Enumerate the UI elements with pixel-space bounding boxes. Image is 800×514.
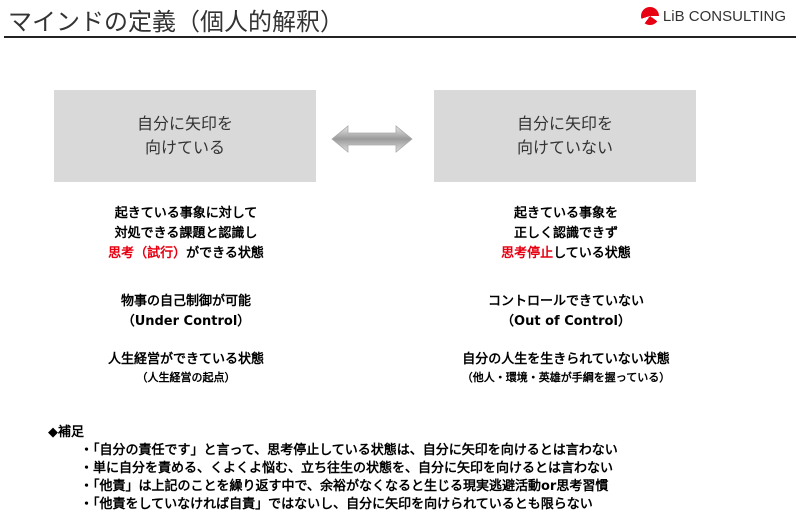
notes-heading: ◆補足 [48,425,84,440]
highlight-text: 思考（試行） [108,246,187,261]
desc-line: 起きている事象に対して [114,206,258,221]
logo-mark-icon [640,7,659,25]
left-concept-box: 自分に矢印を向けている [54,90,316,182]
highlight-text: 思考停止 [501,246,554,261]
box-line: 向けている [144,138,225,157]
desc-line: 対処できる課題と認識し [114,226,258,241]
desc-line: 起きている事象を [513,206,618,221]
desc-tail: している状態 [553,246,631,261]
desc-line: 正しく認識できず [513,226,618,241]
title-divider [4,36,796,38]
life-text: 自分の人生を生きられていない状態 [462,352,670,367]
left-description: 起きている事象に対して 対処できる課題と認識し 思考（試行）ができる状態 [26,204,346,264]
page-title: マインドの定義（個人的解釈） [8,8,344,36]
right-life: 自分の人生を生きられていない状態 （他人・環境・英雄が手綱を握っている） [406,350,726,385]
left-life: 人生経営ができている状態 （人生経営の起点） [26,350,346,385]
control-en: （Under Control） [121,314,251,329]
right-concept-box: 自分に矢印を向けていない [434,90,696,182]
box-line: 自分に矢印を [136,114,233,133]
control-text: コントロールできていない [487,294,644,309]
control-text: 物事の自己制御が可能 [120,294,251,309]
logo-text: LiB CONSULTING [662,7,786,25]
right-control: コントロールできていない （Out of Control） [406,292,726,332]
life-sub: （他人・環境・英雄が手綱を握っている） [461,371,671,384]
note-item: ・「自分の責任です」と言って、思考停止している状態は、自分に矢印を向けるとは言わ… [80,443,618,458]
notes-section: ◆補足 ・「自分の責任です」と言って、思考停止している状態は、自分に矢印を向ける… [48,424,618,514]
left-control: 物事の自己制御が可能 （Under Control） [26,292,346,332]
logo: LiB CONSULTING [640,7,786,25]
desc-tail: ができる状態 [186,246,264,261]
control-en: （Out of Control） [501,314,631,329]
life-text: 人生経営ができている状態 [107,352,264,367]
note-item: ・「他責をしていなければ自責」ではないし、自分に矢印を向けられているとも限らない [80,497,593,512]
note-item: ・単に自分を責める、くよくよ悩む、立ち往生の状態を、自分に矢印を向けるとは言わな… [80,461,614,476]
double-arrow-icon [331,125,413,153]
note-item: ・「他責」は上記のことを繰り返す中で、余裕がなくなると生じる現実逃避活動or思考… [80,479,609,494]
right-description: 起きている事象を 正しく認識できず 思考停止している状態 [406,204,726,264]
box-line: 自分に矢印を [516,114,613,133]
life-sub: （人生経営の起点） [136,371,236,384]
box-line: 向けていない [516,138,613,157]
